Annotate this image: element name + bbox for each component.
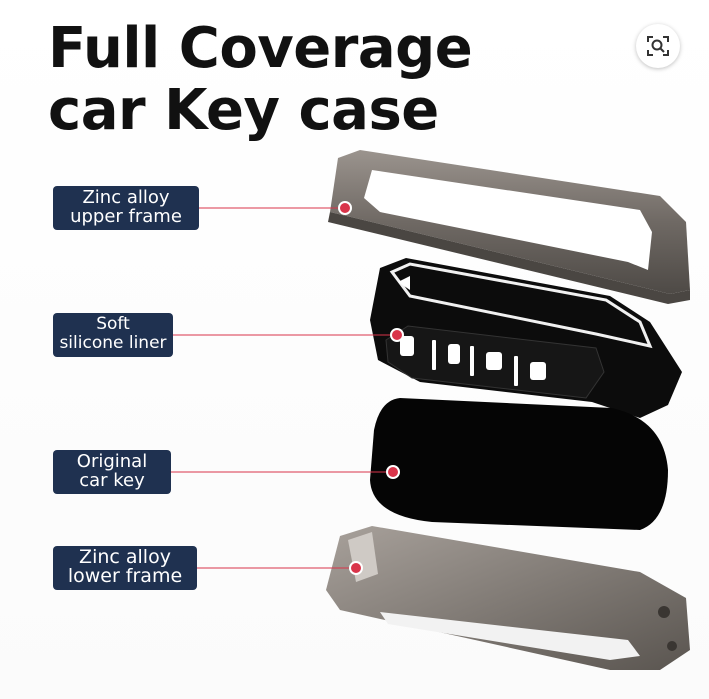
silicone-liner <box>370 258 682 418</box>
visual-search-icon <box>647 36 669 56</box>
lower-frame <box>326 526 690 670</box>
headline: Full Coverage car Key case <box>48 16 473 143</box>
original-car-key <box>370 398 668 530</box>
label-silicone-liner: Soft silicone liner <box>53 313 173 357</box>
upper-frame <box>328 150 690 304</box>
label-lower-frame: Zinc alloy lower frame <box>53 546 197 590</box>
headline-line-2: car Key case <box>48 78 439 143</box>
callout-leaders <box>171 207 397 569</box>
label-original-key: Original car key <box>53 450 171 494</box>
callout-markers <box>338 201 404 575</box>
headline-line-1: Full Coverage <box>48 16 473 81</box>
label-upper-frame: Zinc alloy upper frame <box>53 186 199 230</box>
visual-search-button[interactable] <box>636 24 680 68</box>
